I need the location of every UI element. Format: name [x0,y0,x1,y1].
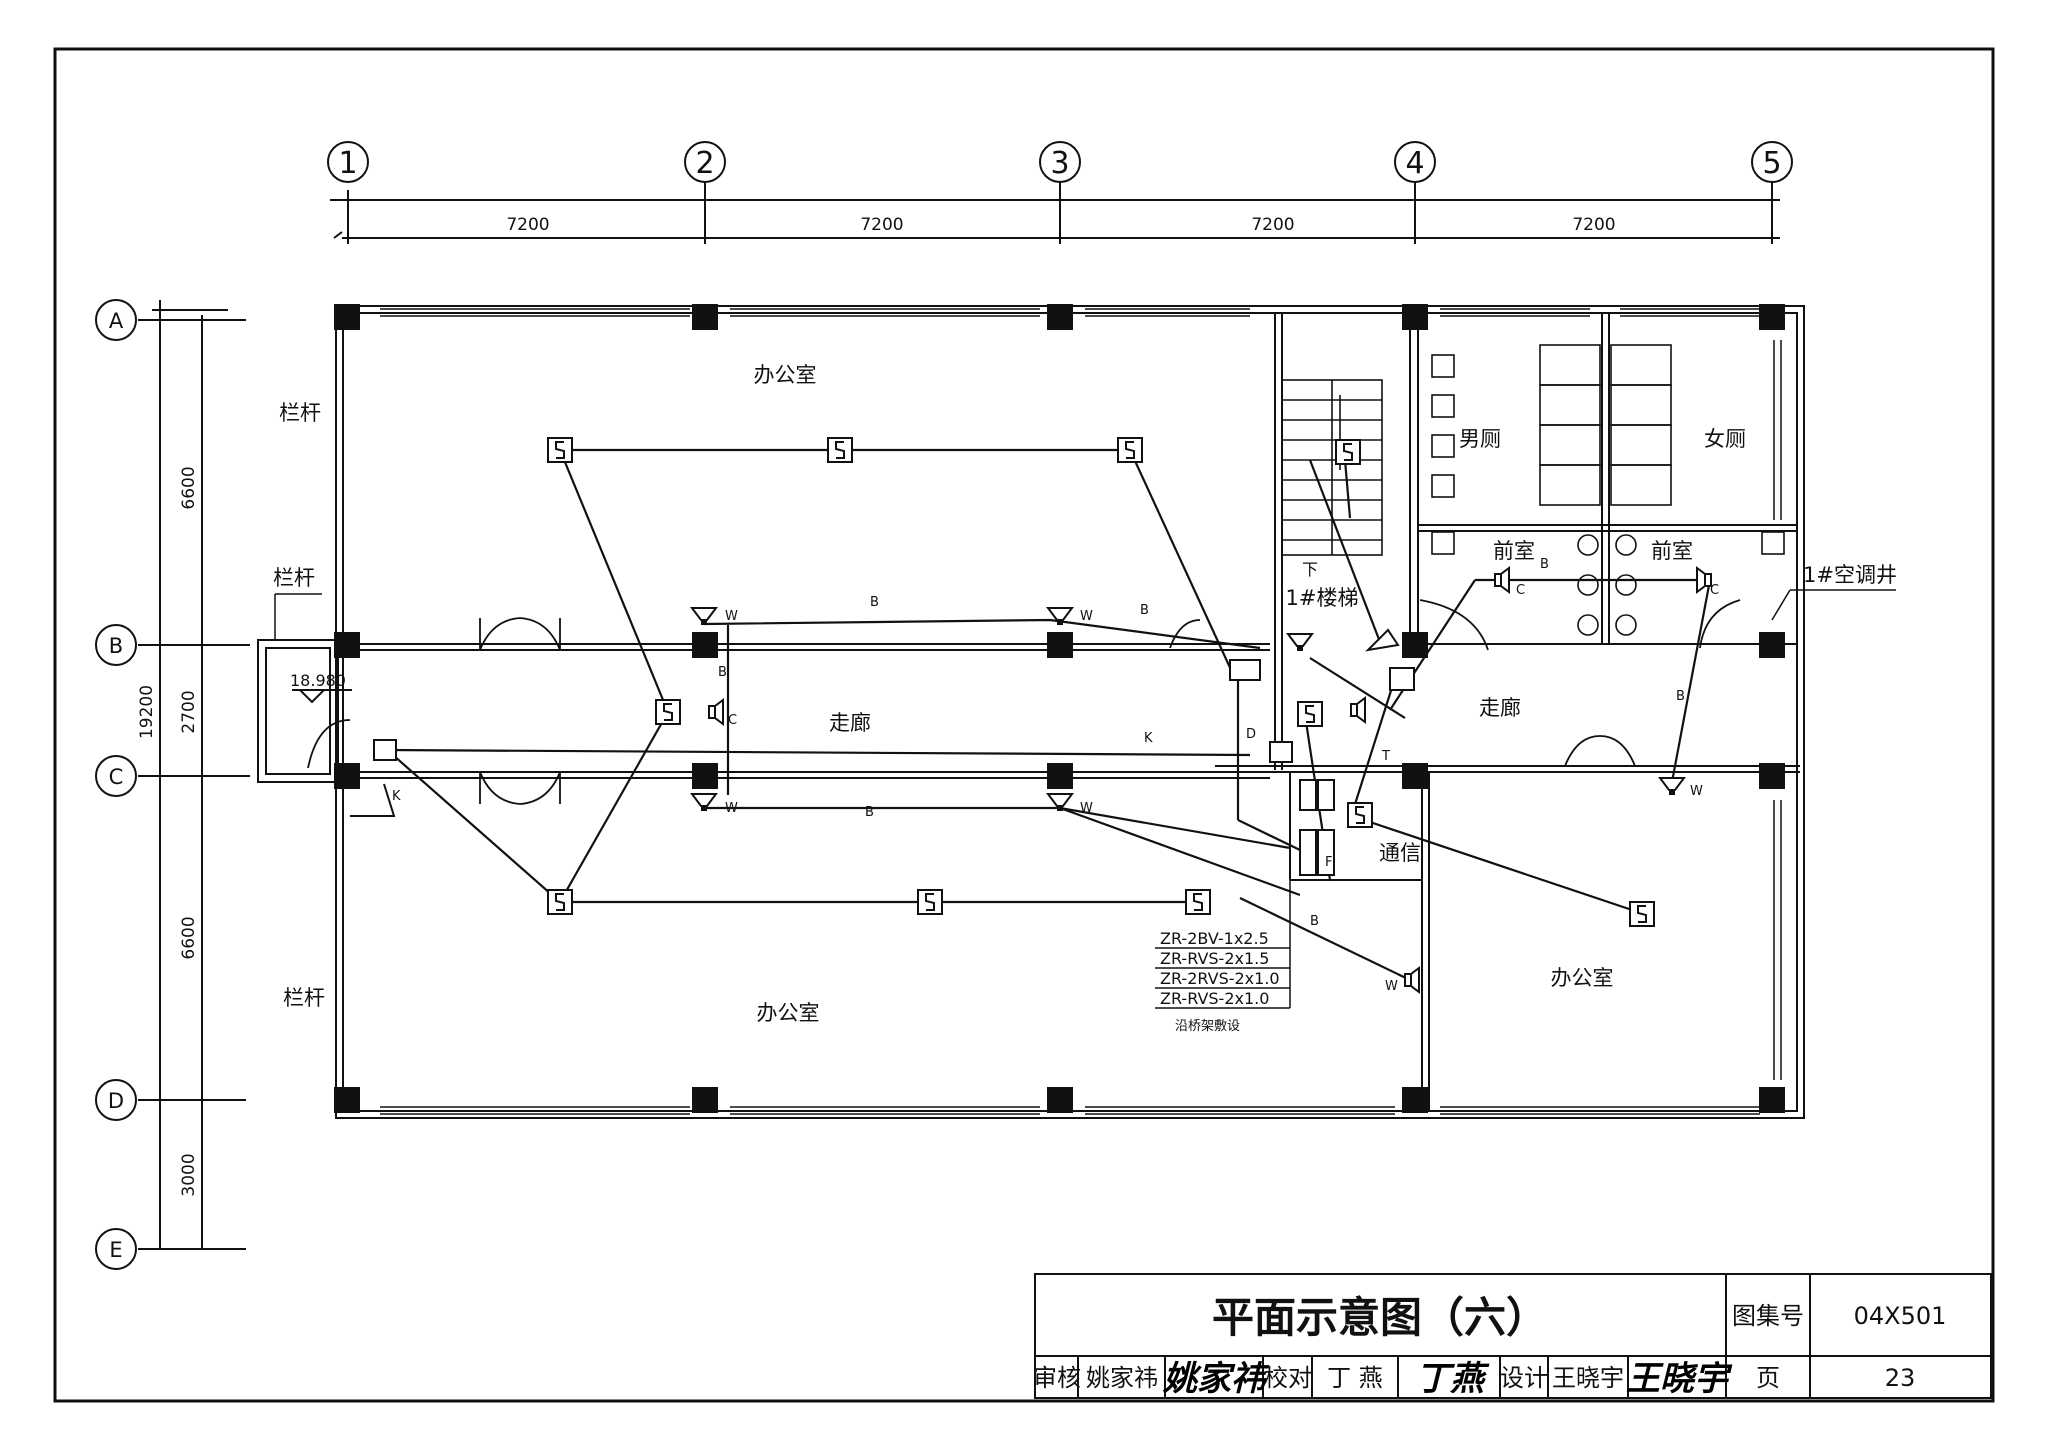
ac-shaft-label: 1#空调井 [1803,563,1897,587]
room-anteroom-2: 前室 [1651,539,1693,563]
wiring [384,448,1712,981]
room-office-east: 办公室 [1551,966,1614,990]
railing-label-2: 栏杆 [273,566,315,590]
railing-label-3: 栏杆 [283,986,325,1010]
wire-label-d: D [1246,727,1256,742]
cable-spec-2: ZR-RVS-2x1.5 [1160,949,1269,968]
drawing-title: 平面示意图（六） [1212,1293,1548,1342]
wire-label-w2: W [1080,609,1093,624]
sheet-border [53,47,1995,1403]
wire-label-c1: C [728,713,737,728]
wire-label-t: T [1381,749,1390,764]
dim-row-de: 3000 [179,1153,199,1196]
toilet-fixtures [1431,344,1785,636]
atlas-label: 图集号 [1732,1302,1804,1330]
wire-label-b5: B [1540,557,1549,572]
room-corridor-east: 走廊 [1479,696,1521,720]
wire-label-b2: B [1140,603,1149,618]
room-mens: 男厕 [1459,427,1501,451]
checker-signature: 丁燕 [1416,1359,1490,1399]
checker-name: 丁 燕 [1327,1364,1383,1392]
wire-label-b4: B [718,665,727,680]
walls [335,305,1805,1119]
room-anteroom-1: 前室 [1493,539,1535,563]
axis-row-e: E [109,1238,122,1262]
stair [1281,379,1383,556]
title-block [1034,1273,1992,1399]
panel-devices [373,628,1415,876]
wire-label-w3: W [725,801,738,816]
dim-col-4: 7200 [1572,215,1615,235]
axis-col-2: 2 [695,146,714,181]
smoke-detectors [547,437,1655,927]
dim-row-bc: 2700 [179,690,199,733]
column-dimensions: 7200 7200 7200 7200 [506,215,1615,235]
room-stair: 1#楼梯 [1286,586,1359,610]
k-marker [350,783,396,817]
axis-row-c: C [109,765,124,789]
dim-col-3: 7200 [1251,215,1294,235]
doors [307,599,1741,805]
dim-col-1: 7200 [506,215,549,235]
axis-col-1: 1 [338,146,357,181]
cable-spec-4: ZR-RVS-2x1.0 [1160,989,1269,1008]
page-number: 23 [1885,1364,1916,1392]
structural-columns [334,304,1785,1113]
wire-label-w4: W [1080,801,1093,816]
design-label: 设计 [1500,1364,1548,1392]
wire-label-f: F [1325,855,1332,870]
axis-col-5: 5 [1762,146,1781,181]
wire-label-k2: K [392,789,401,804]
cable-spec-3: ZR-2RVS-2x1.0 [1160,969,1280,988]
axis-row-b: B [109,634,123,658]
room-corridor-west: 走廊 [829,711,871,735]
stair-down: 下 [1302,560,1318,579]
room-office-south: 办公室 [757,1001,820,1025]
dim-total: 19200 [137,685,157,739]
axis-col-3: 3 [1050,146,1069,181]
room-comm: 通信 [1379,841,1421,865]
cable-spec-1: ZR-2BV-1x2.5 [1160,929,1269,948]
column-bubbles: 1 2 3 4 5 [327,141,1793,183]
axis-row-a: A [109,309,124,333]
dim-col-2: 7200 [860,215,903,235]
wire-label-b6: B [1676,689,1685,704]
wire-label-k1: K [1144,731,1153,746]
cable-note: 沿桥架敷设 [1175,1019,1240,1034]
wire-label-w5: W [1690,784,1703,799]
wire-label-w1: W [725,609,738,624]
windows [380,308,1782,1115]
column-axis [330,178,1780,244]
dim-row-ab: 6600 [179,466,199,509]
wire-label-w6: W [1385,979,1398,994]
row-dimensions: 6600 2700 6600 3000 19200 [137,466,199,1196]
room-womens: 女厕 [1704,427,1746,451]
wire-label-c3: C [1710,583,1719,598]
dim-row-cd: 6600 [179,916,199,959]
elevation-value: 18.980 [290,671,346,690]
cable-legend: ZR-2BV-1x2.5 ZR-RVS-2x1.5 ZR-2RVS-2x1.0 … [1155,880,1291,1034]
axis-col-4: 4 [1405,146,1424,181]
designer-signature: 王晓宇 [1626,1359,1733,1399]
room-office-north: 办公室 [754,363,817,387]
designer-name: 王晓宇 [1552,1364,1624,1392]
wire-label-c2: C [1516,583,1525,598]
railing-label-1: 栏杆 [279,401,321,425]
wire-label-b1: B [870,595,879,610]
landing [257,639,339,783]
atlas-number: 04X501 [1854,1302,1947,1330]
check-label: 校对 [1264,1364,1312,1392]
wire-label-b3: B [865,805,874,820]
row-bubbles: A B C D E [95,299,137,1270]
review-label: 审核 [1033,1364,1081,1392]
axis-row-d: D [108,1089,124,1113]
wire-label-b7: B [1310,914,1319,929]
elevation-marker [292,689,352,704]
row-axis [138,300,250,1250]
page-label: 页 [1756,1364,1780,1392]
reviewer-signature: 姚家祎 [1162,1359,1270,1399]
reviewer-name: 姚家祎 [1086,1364,1158,1392]
